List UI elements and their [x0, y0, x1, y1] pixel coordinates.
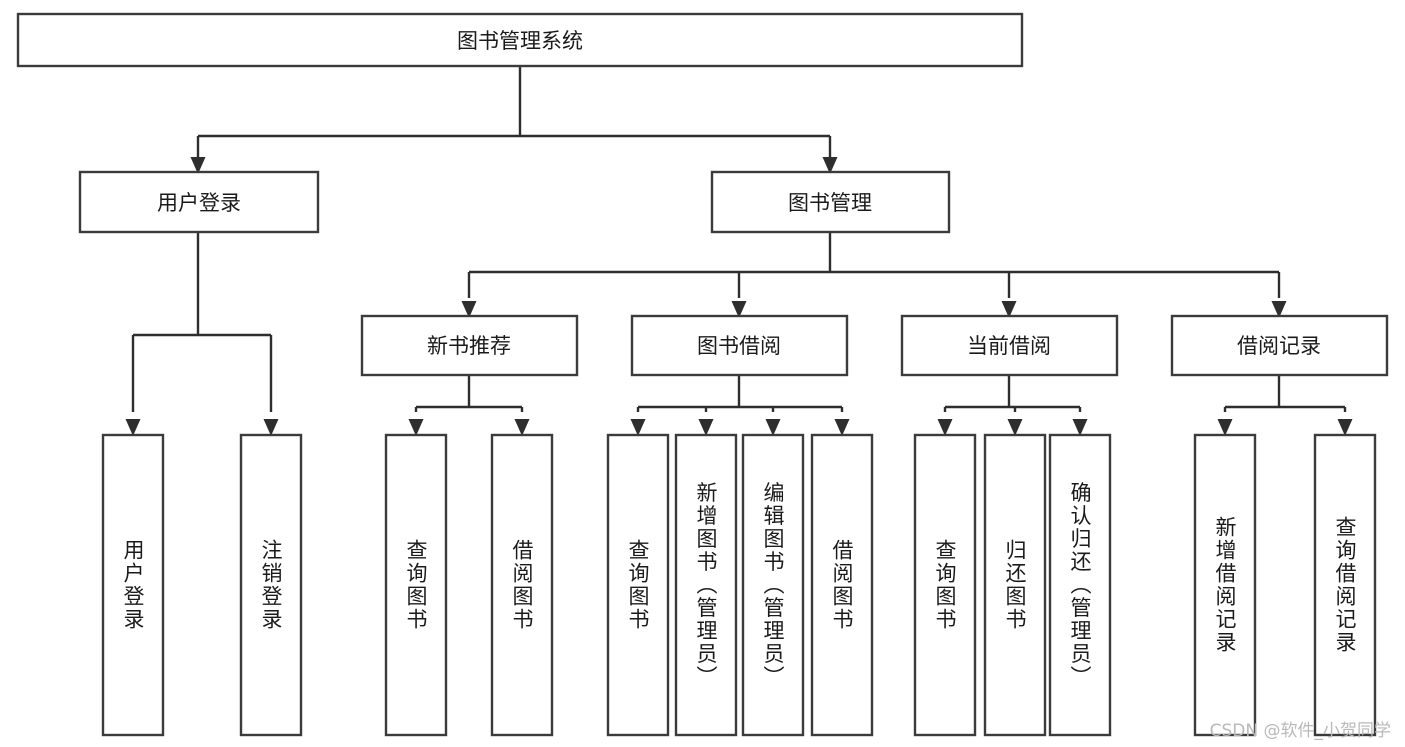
- leaf-current-borrow-1-box[interactable]: [913, 433, 977, 737]
- arrowhead-cb-leaf-2: [1007, 419, 1023, 436]
- leaf-current-borrow-2[interactable]: 归还图书: [983, 433, 1047, 737]
- node-new-book-recommend-label: 新书推荐: [427, 334, 511, 358]
- leaf-borrow-record-2[interactable]: 查询借阅记录: [1313, 433, 1377, 737]
- edge-group-book-borrow: [630, 375, 850, 436]
- node-new-book-recommend-box[interactable]: [360, 314, 579, 377]
- leaf-user-login-1-box[interactable]: [101, 433, 165, 737]
- node-book-borrow-box[interactable]: [630, 314, 849, 377]
- leaf-new-book-recommend-2-box[interactable]: [490, 433, 554, 737]
- arrowhead-nbr-leaf-2: [514, 419, 530, 436]
- node-current-borrow-label: 当前借阅: [967, 334, 1051, 358]
- csdn-watermark: CSDN @软件_小贺同学: [1209, 721, 1391, 741]
- leaf-book-borrow-4-box[interactable]: [810, 433, 874, 737]
- node-book-borrow[interactable]: 图书借阅: [630, 314, 849, 377]
- arrowhead-cb-leaf-1: [937, 419, 953, 436]
- node-book-manage-box[interactable]: [710, 170, 951, 234]
- node-new-book-recommend[interactable]: 新书推荐: [360, 314, 579, 377]
- leaf-borrow-record-1[interactable]: 新增借阅记录: [1193, 433, 1257, 737]
- leaf-borrow-record-1-label: 新增借阅记录: [1213, 516, 1237, 654]
- edge-group-root: [190, 66, 838, 174]
- node-current-borrow-box[interactable]: [900, 314, 1119, 377]
- node-root-box[interactable]: [16, 12, 1024, 68]
- node-book-manage-label: 图书管理: [788, 191, 872, 215]
- edge-group-user-login: [125, 232, 279, 436]
- node-user-login-label: 用户登录: [157, 191, 241, 215]
- leaf-user-login-2-box[interactable]: [239, 433, 303, 737]
- arrowhead-user-login-leaf-1: [125, 419, 141, 436]
- leaf-current-borrow-2-label: 归还图书: [1003, 539, 1027, 631]
- leaf-user-login-1[interactable]: 用户登录: [101, 433, 165, 737]
- node-current-borrow[interactable]: 当前借阅: [900, 314, 1119, 377]
- arrowhead-br-leaf-2: [1337, 419, 1353, 436]
- leaf-book-borrow-2[interactable]: 新增图书（管理员）: [674, 433, 738, 737]
- leaf-current-borrow-3[interactable]: 确认归还（管理员）: [1048, 433, 1112, 737]
- leaf-current-borrow-3-label: 确认归还（管理员）: [1068, 482, 1092, 689]
- leaf-current-borrow-3-box[interactable]: [1048, 433, 1112, 737]
- leaf-book-borrow-1-label: 查询图书: [626, 539, 650, 631]
- edge-group-current-borrow: [937, 375, 1088, 436]
- arrowhead-bb-leaf-2: [698, 419, 714, 436]
- leaf-book-borrow-4-label: 借阅图书: [830, 539, 854, 631]
- node-user-login-box[interactable]: [78, 170, 320, 234]
- node-borrow-record-box[interactable]: [1170, 314, 1389, 377]
- node-user-login[interactable]: 用户登录: [78, 170, 320, 234]
- arrowhead-bb-leaf-1: [630, 419, 646, 436]
- edge-group-borrow-record: [1217, 375, 1353, 436]
- arrowhead-user-login-leaf-2: [263, 419, 279, 436]
- edge-group-book-manage: [461, 232, 1287, 318]
- leaf-borrow-record-2-label: 查询借阅记录: [1333, 516, 1357, 654]
- leaf-book-borrow-3[interactable]: 编辑图书（管理员）: [741, 433, 805, 737]
- arrowhead-nbr-leaf-1: [408, 419, 424, 436]
- node-book-manage[interactable]: 图书管理: [710, 170, 951, 234]
- leaf-borrow-record-1-box[interactable]: [1193, 433, 1257, 737]
- leaf-book-borrow-2-label: 新增图书（管理员）: [694, 482, 718, 689]
- arrowhead-bb-leaf-4: [834, 419, 850, 436]
- leaf-current-borrow-1[interactable]: 查询图书: [913, 433, 977, 737]
- leaf-new-book-recommend-1[interactable]: 查询图书: [384, 433, 448, 737]
- leaf-user-login-2-label: 注销登录: [259, 539, 283, 631]
- leaf-book-borrow-1[interactable]: 查询图书: [606, 433, 670, 737]
- leaf-book-borrow-3-label: 编辑图书（管理员）: [761, 482, 785, 689]
- node-root-label: 图书管理系统: [457, 29, 583, 53]
- leaf-new-book-recommend-2-label: 借阅图书: [510, 539, 534, 631]
- arrowhead-bb-leaf-3: [765, 419, 781, 436]
- leaf-user-login-2[interactable]: 注销登录: [239, 433, 303, 737]
- arrowhead-cb-leaf-3: [1072, 419, 1088, 436]
- node-borrow-record-label: 借阅记录: [1237, 334, 1321, 358]
- leaf-book-borrow-1-box[interactable]: [606, 433, 670, 737]
- leaf-borrow-record-2-box[interactable]: [1313, 433, 1377, 737]
- leaf-book-borrow-3-box[interactable]: [741, 433, 805, 737]
- node-root[interactable]: 图书管理系统: [16, 12, 1024, 68]
- leaf-new-book-recommend-1-box[interactable]: [384, 433, 448, 737]
- leaf-book-borrow-4[interactable]: 借阅图书: [810, 433, 874, 737]
- leaf-book-borrow-2-box[interactable]: [674, 433, 738, 737]
- leaf-current-borrow-2-box[interactable]: [983, 433, 1047, 737]
- node-borrow-record[interactable]: 借阅记录: [1170, 314, 1389, 377]
- leaf-current-borrow-1-label: 查询图书: [933, 539, 957, 631]
- leaf-new-book-recommend-2[interactable]: 借阅图书: [490, 433, 554, 737]
- leaf-user-login-1-label: 用户登录: [121, 539, 145, 631]
- edge-group-new-book-recommend: [408, 375, 530, 436]
- node-book-borrow-label: 图书借阅: [697, 334, 781, 358]
- leaf-new-book-recommend-1-label: 查询图书: [404, 539, 428, 631]
- arrowhead-br-leaf-1: [1217, 419, 1233, 436]
